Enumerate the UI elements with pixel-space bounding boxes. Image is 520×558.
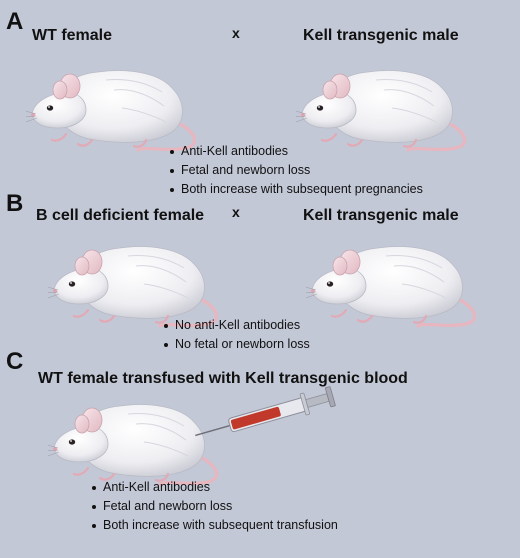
bullet-item: Both increase with subsequent pregnancie… (170, 180, 423, 199)
panel-a-left-title: WT female (32, 27, 113, 44)
syringe-icon (195, 386, 336, 437)
bullet-item: Anti-Kell antibodies (170, 142, 423, 161)
bullet-item: Fetal and newborn loss (170, 161, 423, 180)
panel-a-right-title: Kell transgenic male (303, 27, 459, 44)
bullet-item: Both increase with subsequent transfusio… (92, 516, 338, 535)
mouse-illustration (26, 52, 206, 152)
panel-letter-b: B (6, 190, 24, 217)
panel-letter-c: C (6, 348, 24, 375)
mouse-illustration (296, 52, 476, 152)
panel-letter-a: A (6, 8, 24, 35)
panel-c-bullets: Anti-Kell antibodies Fetal and newborn l… (92, 478, 338, 535)
panel-c-title: WT female transfused with Kell transgeni… (38, 370, 408, 387)
mouse-illustration (48, 228, 228, 328)
bullet-item: Anti-Kell antibodies (92, 478, 338, 497)
mouse-illustration (306, 228, 486, 328)
panel-a-bullets: Anti-Kell antibodies Fetal and newborn l… (170, 142, 423, 199)
panel-b-bullets: No anti-Kell antibodies No fetal or newb… (164, 316, 310, 354)
panel-b-cross: x (232, 204, 240, 220)
panel-a: A WT female x Kell transgenic male Anti-… (0, 0, 520, 196)
bullet-item: No fetal or newborn loss (164, 335, 310, 354)
bullet-item: Fetal and newborn loss (92, 497, 338, 516)
panel-b-left-title: B cell deficient female (36, 207, 205, 224)
bullet-item: No anti-Kell antibodies (164, 316, 310, 335)
panel-a-cross: x (232, 25, 240, 41)
panel-b-right-title: Kell transgenic male (303, 207, 459, 224)
